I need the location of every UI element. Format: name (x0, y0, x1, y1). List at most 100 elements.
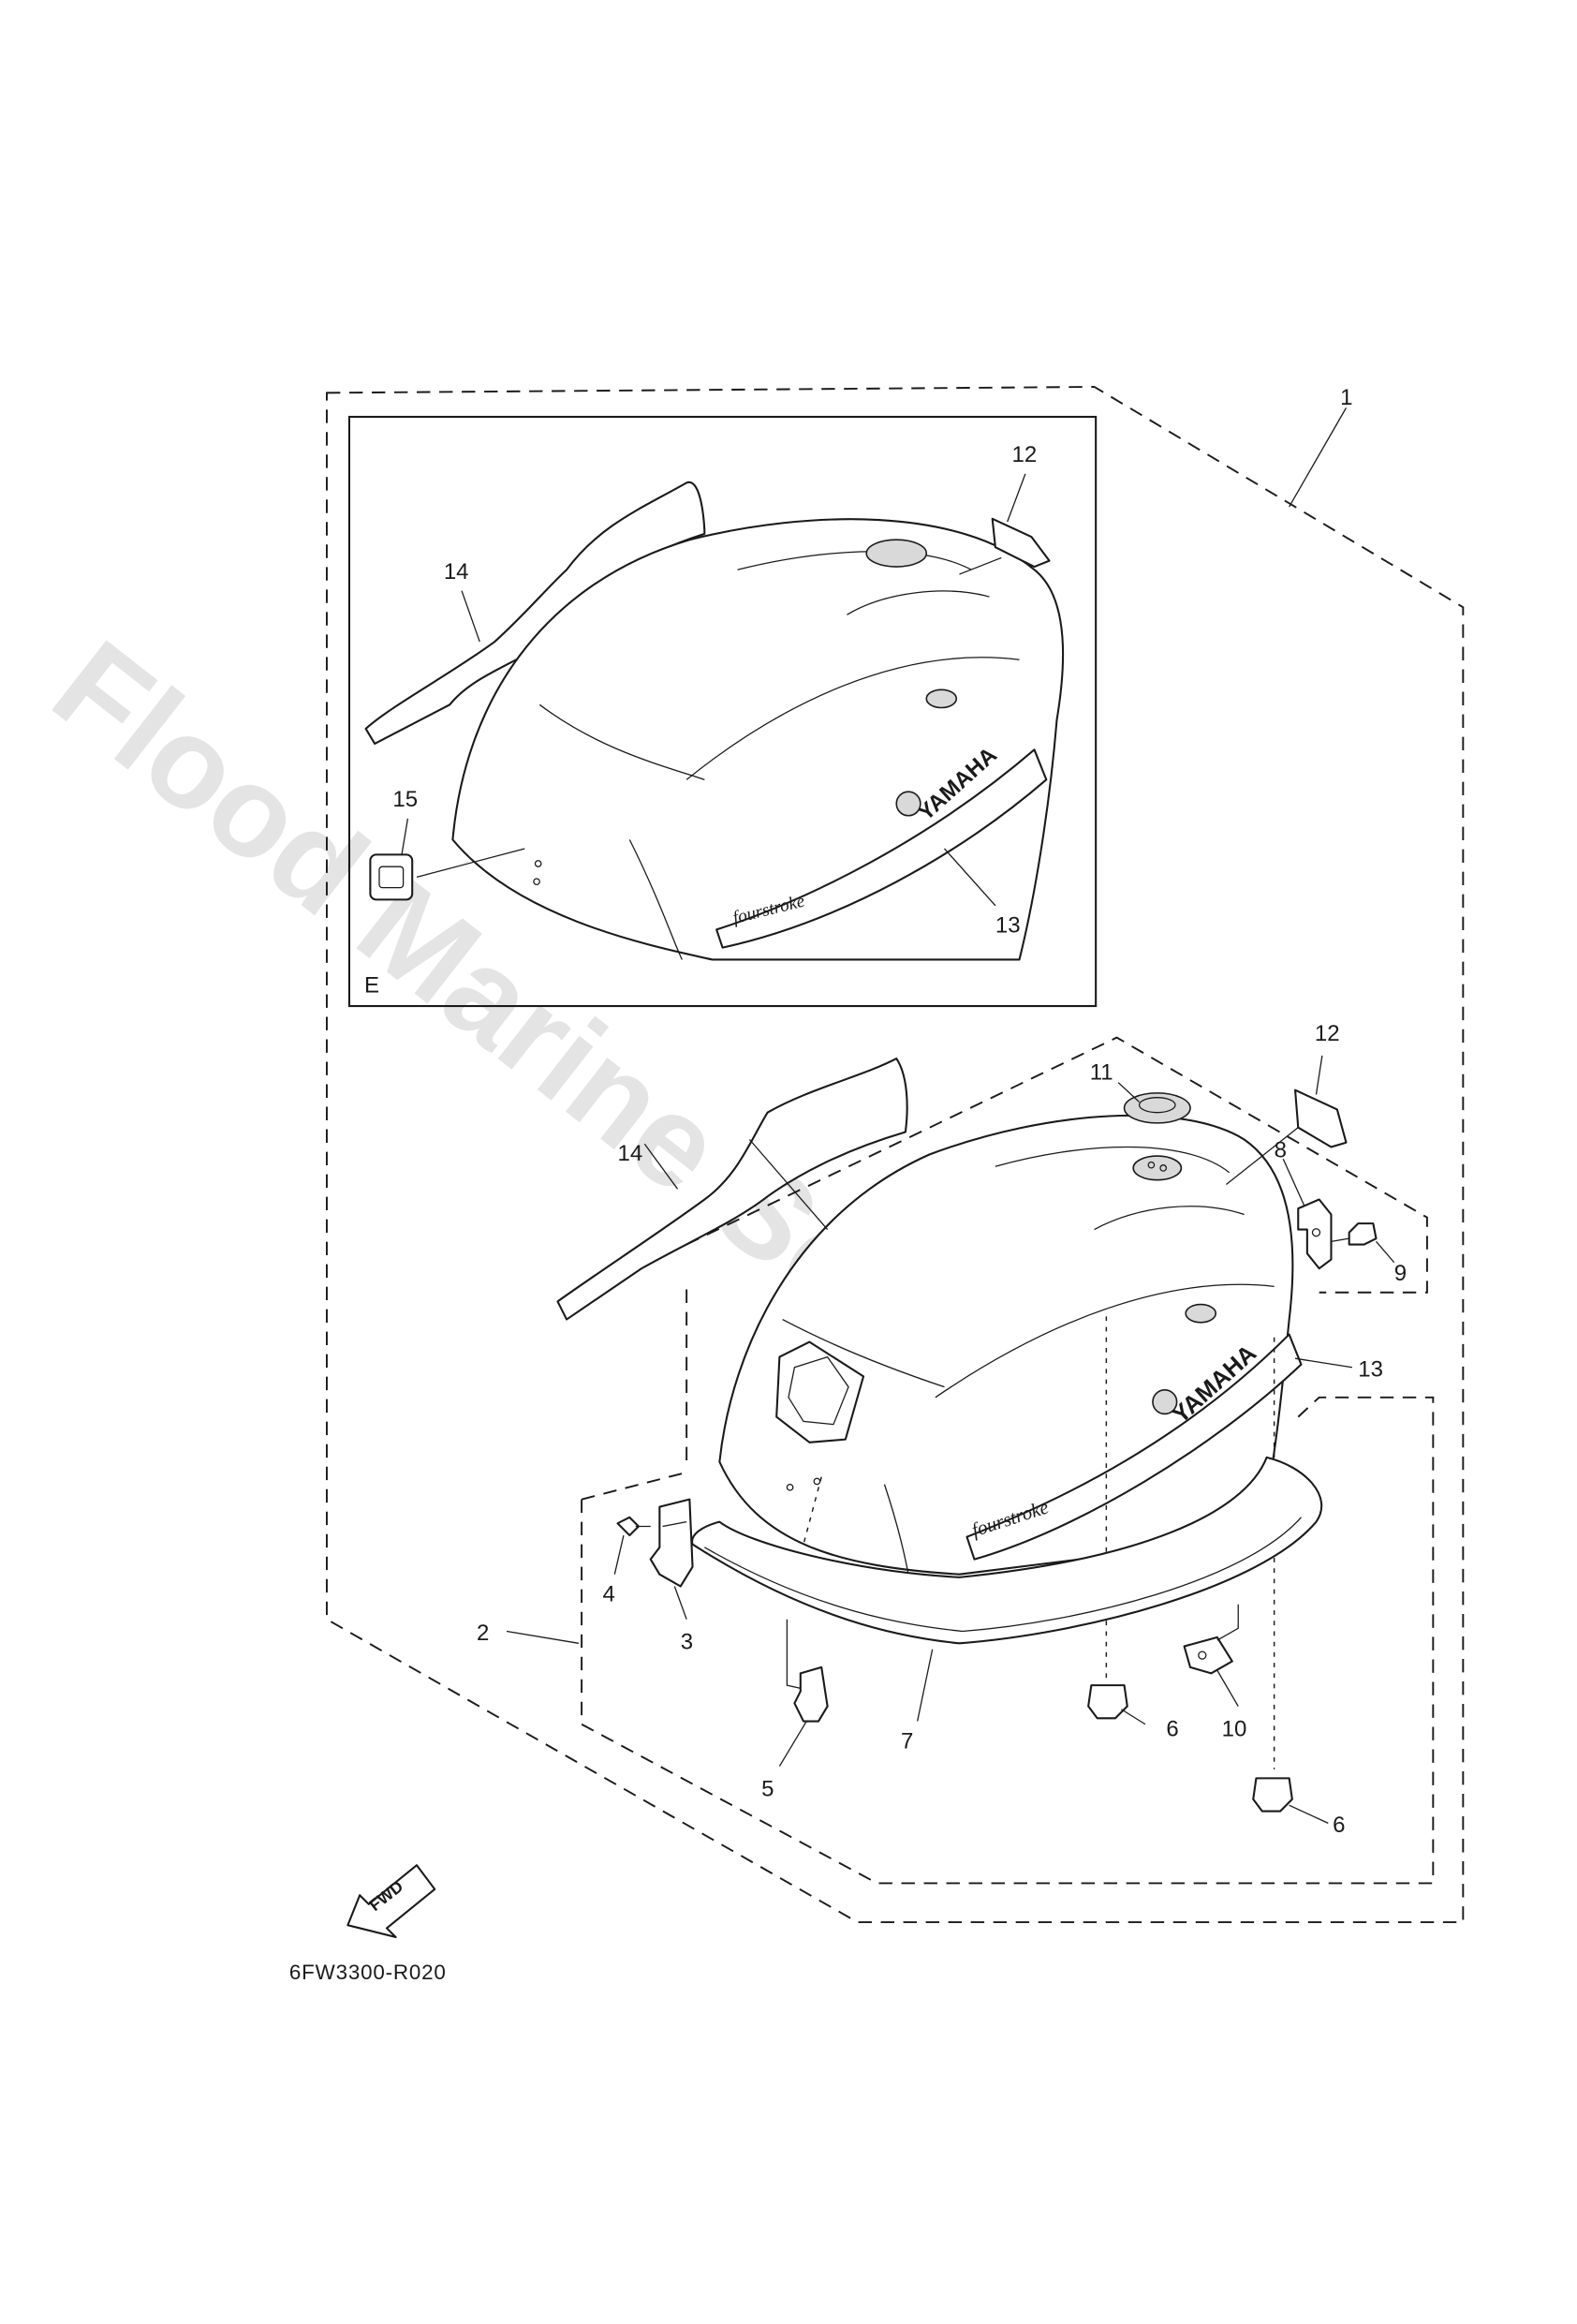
plate-10-hole (1198, 1650, 1207, 1660)
inset-plate-15-inner (378, 866, 405, 889)
inset-leader-12-b (959, 556, 1002, 575)
leader-10 (1216, 1669, 1239, 1707)
main-pad-12 (1294, 1088, 1348, 1148)
inset-hole-2 (533, 878, 540, 886)
callout-5: 5 (761, 1777, 774, 1802)
inset-contour-2 (685, 657, 1020, 780)
leader-7 (917, 1649, 934, 1722)
outer-group-boundary (326, 386, 1465, 1923)
plate-10 (1183, 1636, 1233, 1675)
callout-3: 3 (681, 1630, 693, 1655)
inset-hole-1 (534, 860, 542, 867)
inset-leader-12 (1007, 473, 1026, 523)
inset-variant-label: E (364, 973, 379, 999)
leader-14-main-b (748, 1139, 829, 1230)
leader-12-main-b (1226, 1127, 1299, 1186)
callout-1: 1 (1340, 385, 1352, 410)
latch-bracket-3 (649, 1498, 694, 1588)
leader-2 (506, 1630, 579, 1644)
leader-5 (778, 1721, 807, 1767)
inset-contour-5 (628, 839, 683, 960)
pin-4 (616, 1516, 640, 1537)
callout-13-main: 13 (1358, 1356, 1383, 1382)
leader-14-main (643, 1143, 679, 1190)
lower-left-dashed (581, 1471, 687, 1501)
main-contour-2 (935, 1283, 1275, 1399)
leader-12-main (1315, 1055, 1323, 1095)
inset-leader-15 (401, 818, 409, 855)
main-side-vent (775, 1340, 865, 1443)
upper-dashed-group (685, 1036, 1428, 1462)
inset-cowling-body (451, 518, 1065, 961)
main-decal-logo (1152, 1388, 1178, 1415)
inset-leader-15-b (416, 848, 525, 878)
bottom-seal-ring-inner (704, 1517, 1302, 1633)
grommet-6a (1087, 1684, 1128, 1720)
inset-leader-13 (944, 848, 996, 907)
callout-13-inset: 13 (995, 913, 1021, 939)
callout-10: 10 (1222, 1717, 1247, 1742)
bottom-seal-ring (691, 1456, 1323, 1645)
fwd-arrow: FWD (346, 1864, 436, 1939)
hook-5 (793, 1665, 829, 1723)
plate-10-guide (1216, 1604, 1239, 1641)
leader-6a (1121, 1709, 1146, 1725)
main-contour-1 (782, 1319, 945, 1388)
callout-12-inset: 12 (1012, 442, 1038, 467)
inset-contour-3 (737, 551, 972, 570)
main-contour-3 (995, 1146, 1231, 1174)
main-top-recess (1132, 1155, 1183, 1181)
callout-7: 7 (901, 1728, 913, 1754)
main-top-recess-hole (1147, 1161, 1156, 1169)
main-side-decal (965, 1333, 1303, 1561)
inset-plate-15 (369, 853, 414, 901)
callout-9: 9 (1394, 1261, 1407, 1286)
leader-6b (1289, 1804, 1329, 1824)
inset-side-decal (715, 748, 1048, 949)
leader-8 (1282, 1159, 1305, 1206)
bracket-8 (1297, 1198, 1333, 1270)
align-line-c (803, 1476, 822, 1545)
inset-leader-14 (461, 590, 480, 643)
callout-2: 2 (477, 1621, 489, 1646)
leader-11 (1117, 1082, 1141, 1103)
main-hole-1 (786, 1483, 794, 1491)
hook-5-guide (786, 1619, 801, 1689)
leader-3 (673, 1586, 687, 1620)
leader-1 (1289, 407, 1348, 508)
bolt-9-shank (1331, 1237, 1349, 1242)
inset-top-emblem (865, 539, 928, 568)
inset-pad-12 (991, 517, 1051, 569)
main-side-recess (1185, 1303, 1217, 1324)
main-seal-strip (556, 1058, 908, 1321)
grommet-6b (1252, 1777, 1293, 1813)
inset-contour-4 (847, 590, 990, 615)
main-side-vent-inner (788, 1355, 849, 1426)
callout-12-main: 12 (1315, 1021, 1340, 1046)
main-emblem-cap-11 (1123, 1092, 1191, 1124)
callout-15: 15 (392, 787, 418, 812)
leader-9 (1376, 1240, 1395, 1264)
leader-4 (613, 1534, 625, 1575)
bolt-9 (1348, 1222, 1378, 1246)
main-hole-2 (813, 1477, 821, 1486)
main-top-recess-hole-2 (1159, 1164, 1168, 1172)
callout-6a: 6 (1166, 1717, 1178, 1742)
inset-side-recess (925, 688, 958, 709)
inset-cowling: YAMAHA fourstroke (364, 481, 1065, 961)
main-contour-4 (1094, 1206, 1245, 1231)
callout-11: 11 (1090, 1059, 1113, 1085)
callout-14-inset: 14 (444, 559, 469, 585)
inset-contour-1 (538, 703, 705, 780)
main-contour-5 (883, 1484, 909, 1575)
callout-4: 4 (603, 1581, 615, 1606)
callout-14-main: 14 (618, 1141, 643, 1166)
leader-13-main (1294, 1357, 1352, 1369)
main-emblem-cap-11-inner (1138, 1097, 1176, 1114)
latch-bracket-3-detail (662, 1521, 687, 1528)
bracket-8-hole (1311, 1228, 1321, 1237)
inset-decal-logo (895, 791, 921, 817)
callout-8: 8 (1275, 1138, 1287, 1163)
inset-frame (347, 415, 1098, 1008)
